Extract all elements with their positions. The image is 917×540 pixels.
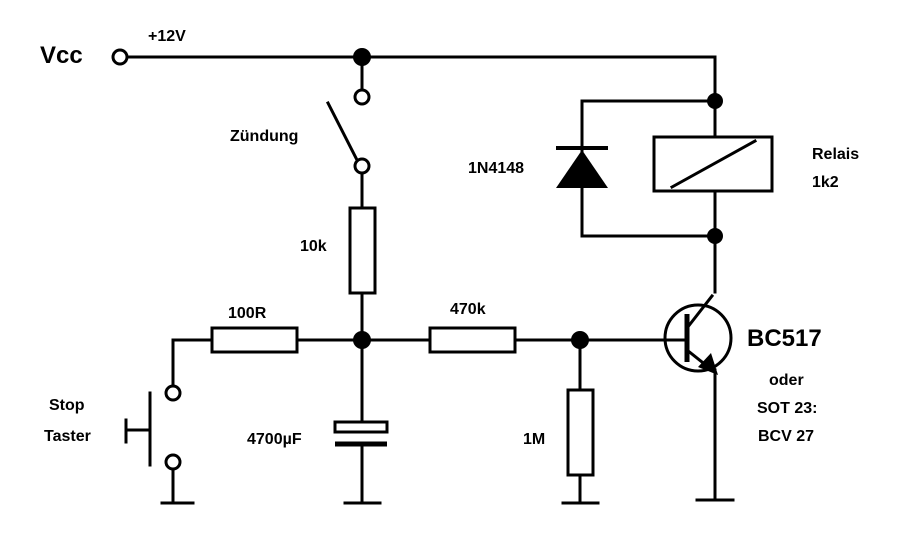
label-relay-name: Relais — [812, 146, 859, 163]
resistor-100r — [210, 326, 299, 354]
label-transistor: BC517 — [747, 325, 822, 352]
resistor-10k — [348, 206, 377, 295]
label-supply: +12V — [148, 28, 186, 45]
label-relay-value: 1k2 — [812, 174, 839, 191]
label-r-470k: 470k — [450, 301, 486, 318]
label-vcc: Vcc — [40, 42, 83, 69]
label-taster: Taster — [44, 428, 91, 445]
label-capacitor: 4700µF — [247, 431, 302, 448]
label-diode: 1N4148 — [468, 160, 524, 177]
label-r-100r: 100R — [228, 305, 267, 322]
vcc-terminal — [111, 48, 129, 66]
label-r-10k: 10k — [300, 238, 327, 255]
resistor-1m-branch — [561, 338, 600, 505]
label-stop: Stop — [49, 397, 85, 414]
transistor-bc517 — [663, 234, 735, 502]
label-alt-part: BCV 27 — [758, 428, 814, 445]
resistor-470k — [428, 326, 517, 354]
capacitor-4700uf — [333, 338, 389, 505]
relay-coil — [652, 99, 774, 238]
ignition-switch — [325, 55, 371, 210]
vcc-rail — [126, 55, 717, 103]
label-alt-or: oder — [769, 372, 804, 389]
label-r-1m: 1M — [523, 431, 545, 448]
label-ignition: Zündung — [230, 128, 298, 145]
diode-1n4148 — [556, 99, 717, 238]
label-alt-package: SOT 23: — [757, 400, 817, 417]
stop-button — [124, 338, 195, 505]
